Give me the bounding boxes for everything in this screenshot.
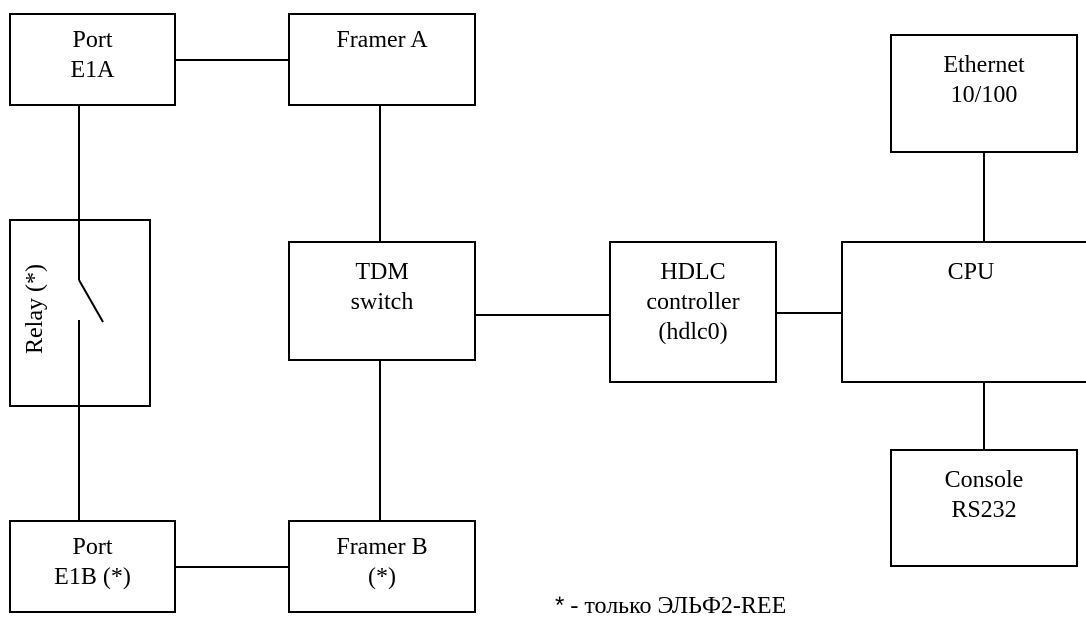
console-label-line2: RS232 [951, 497, 1017, 523]
framer-b-label-line2: (*) [368, 564, 396, 590]
relay-label: Relay (*) [22, 264, 48, 354]
cpu-block: CPU [841, 241, 1086, 383]
hdlc-controller-label-line1: HDLC [660, 259, 726, 285]
tdm-switch-block: TDM switch [288, 241, 476, 361]
port-e1a-block: Port E1A [9, 13, 176, 106]
framer-a-block: Framer A [288, 13, 476, 106]
wire-port-e1a-framer-a [174, 59, 290, 61]
port-e1b-label-line2: E1B (*) [54, 564, 131, 590]
framer-b-block: Framer B (*) [288, 520, 476, 613]
tdm-switch-label-line1: TDM [355, 259, 409, 285]
hdlc-controller-label-line3: (hdlc0) [658, 319, 728, 345]
wire-ethernet-cpu [983, 151, 985, 243]
wire-port-e1a-relay [78, 104, 80, 221]
console-block: Console RS232 [890, 449, 1078, 567]
hdlc-controller-label-line2: controller [646, 289, 740, 315]
tdm-switch-label-line2: switch [350, 289, 414, 315]
footnote-text: - только ЭЛЬФ2-REE [564, 593, 787, 619]
port-e1a-label-line2: E1A [70, 57, 115, 83]
wire-cpu-console [983, 381, 985, 451]
ethernet-label-line2: 10/100 [950, 82, 1018, 108]
cpu-label: CPU [947, 259, 995, 285]
ethernet-label-line1: Ethernet [943, 52, 1025, 78]
wire-relay-port-e1b [78, 405, 80, 522]
wire-tdm-hdlc [475, 314, 611, 316]
wire-tdm-framer-b [379, 359, 381, 522]
wire-framer-b-port-e1b [174, 566, 290, 568]
port-e1a-label-line1: Port [72, 27, 113, 53]
wire-framer-a-tdm [379, 104, 381, 243]
wire-hdlc-cpu [775, 312, 843, 314]
port-e1b-label-line1: Port [72, 534, 113, 560]
port-e1b-block: Port E1B (*) [9, 520, 176, 613]
ethernet-block: Ethernet 10/100 [890, 34, 1078, 153]
hdlc-controller-block: HDLC controller (hdlc0) [609, 241, 777, 383]
console-label-line1: Console [944, 467, 1024, 493]
framer-a-label: Framer A [336, 27, 428, 53]
footnote: * - только ЭЛЬФ2-REE [555, 591, 786, 621]
footnote-star: * [555, 592, 565, 619]
framer-b-label-line1: Framer B [336, 534, 428, 560]
